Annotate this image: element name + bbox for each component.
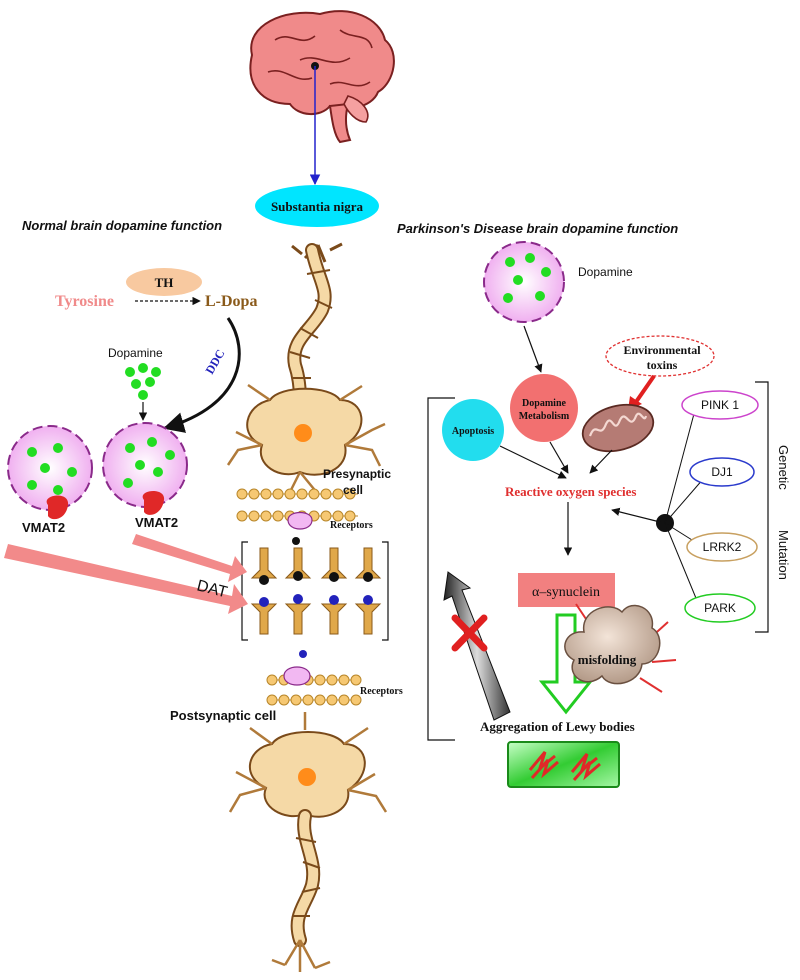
ddc-label: DDC <box>202 347 227 377</box>
metabolism-label-2: Metabolism <box>519 411 570 422</box>
mitochondria-to-ros-arrow <box>589 449 613 474</box>
mitochondrion-icon <box>581 403 655 453</box>
presynaptic-label-2: cell <box>343 483 363 497</box>
gene-park-label: PARK <box>704 601 736 615</box>
dopamine-metabolism-badge <box>510 374 578 442</box>
synuclein-box <box>518 573 615 607</box>
pd-heading: Parkinson's Disease brain dopamine funct… <box>397 221 678 236</box>
gene-park: PARK <box>684 593 756 623</box>
pd-bracket <box>427 397 455 741</box>
vesicle-right <box>102 422 188 515</box>
th-label: TH <box>155 275 174 290</box>
ldopa-label: L-Dopa <box>205 293 257 310</box>
gene-pink1-label: PINK 1 <box>701 398 739 412</box>
receptors-top-label: Receptors <box>330 520 373 531</box>
toxins-arrow-shaft <box>634 374 656 404</box>
dopamine-label-right: Dopamine <box>578 265 633 279</box>
ddc-arrow <box>162 317 241 433</box>
env-toxins-label-1: Environmental <box>623 343 701 357</box>
gene-lrrk2-label: LRRK2 <box>703 540 742 554</box>
vmat2-label-1: VMAT2 <box>22 520 65 535</box>
receptors-bottom-label: Receptors <box>360 686 403 697</box>
apoptosis-badge <box>442 399 504 461</box>
dopamine-vesicle-pd <box>483 241 565 323</box>
presynaptic-label: Presynaptic <box>323 467 391 481</box>
genetic-to-ros-arrow <box>611 507 661 523</box>
genetic-bracket <box>755 381 769 633</box>
synuclein-label: α–synuclein <box>532 585 600 600</box>
vmat2-label-2: VMAT2 <box>135 515 178 530</box>
postsynaptic-membrane <box>266 666 362 706</box>
vesicle-left <box>7 425 93 520</box>
gene-dj1-label: DJ1 <box>711 465 733 479</box>
genetic-label: Genetic <box>776 445 791 490</box>
synaptic-cleft <box>241 537 389 658</box>
presynaptic-membrane <box>236 488 358 530</box>
metabolism-to-ros-arrow <box>549 441 569 474</box>
misfolding-cloud: misfolding <box>564 603 677 693</box>
substantia-nigra: Substantia nigra <box>255 185 379 227</box>
apoptosis-to-ros-arrow <box>499 445 567 479</box>
env-toxins-label-2: toxins <box>647 358 678 372</box>
normal-heading: Normal brain dopamine function <box>22 218 222 233</box>
dat-reuptake-arrow <box>4 544 248 614</box>
brain-icon <box>249 10 395 144</box>
dopamine-label-left: Dopamine <box>108 346 163 360</box>
mutation-label: Mutation <box>776 530 791 580</box>
gene-pink1: PINK 1 <box>681 390 759 420</box>
environmental-toxins-badge <box>605 335 715 377</box>
metabolism-label-1: Dopamine <box>522 398 566 409</box>
gene-lrrk2: LRRK2 <box>686 532 758 562</box>
presynaptic-neuron <box>226 242 386 495</box>
aggregation-arrow <box>538 613 594 715</box>
misfolding-label: misfolding <box>578 652 637 667</box>
apoptosis-label: Apoptosis <box>452 426 494 437</box>
dopamine-to-metabolism-arrow <box>523 325 543 373</box>
vmat2-release-arrow <box>132 534 247 582</box>
aggregation-label: Aggregation of Lewy bodies <box>480 719 635 734</box>
postsynaptic-label: Postsynaptic cell <box>170 708 276 723</box>
blocked-reversal-arrow <box>443 571 511 721</box>
postsynaptic-neuron <box>228 712 388 972</box>
dopamine-cluster <box>125 363 161 400</box>
lewy-bodies-box <box>507 741 620 788</box>
th-enzyme-badge <box>126 268 202 296</box>
tyrosine-label: Tyrosine <box>55 293 114 310</box>
ros-label: Reactive oxygen species <box>505 484 636 499</box>
gene-dj1: DJ1 <box>689 457 755 487</box>
substantia-nigra-label: Substantia nigra <box>271 199 364 214</box>
gene-connectors <box>664 409 705 604</box>
